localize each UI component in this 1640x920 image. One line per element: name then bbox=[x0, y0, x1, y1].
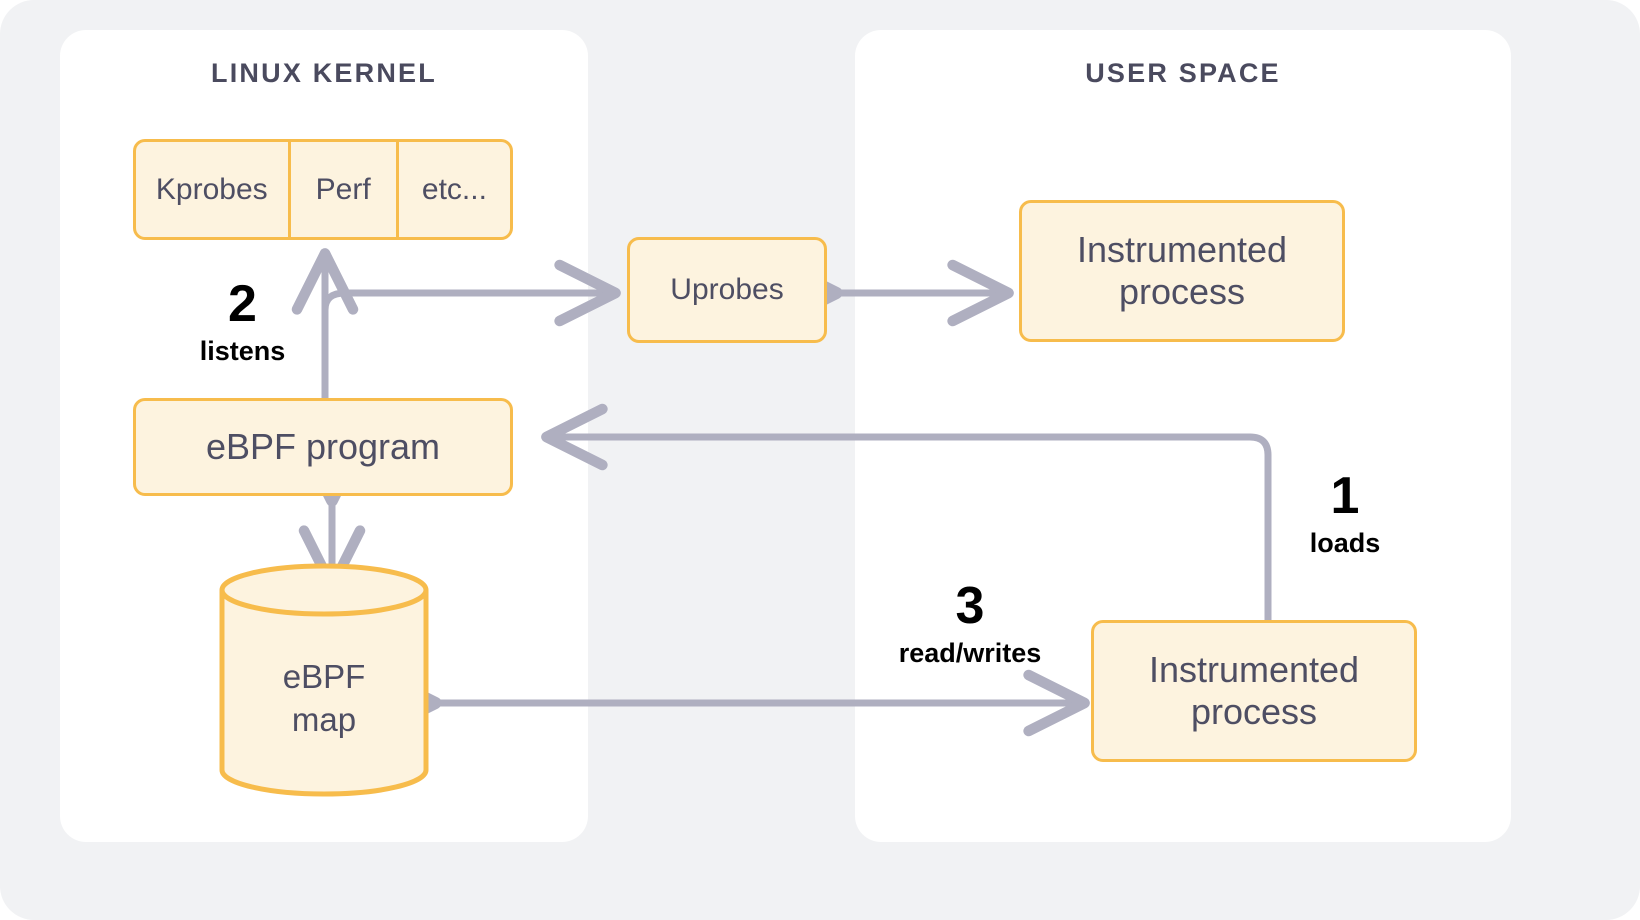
hook-segment-etc[interactable]: etc... bbox=[421, 172, 487, 206]
step-1-number: 1 bbox=[1330, 467, 1360, 525]
step-label-2: 2 listens bbox=[175, 278, 310, 369]
node-instrumented-process-bottom[interactable]: Instrumented process bbox=[1091, 620, 1417, 762]
step-2-number: 2 bbox=[228, 275, 257, 333]
node-uprobes[interactable]: Uprobes bbox=[627, 237, 827, 343]
node-instrumented-process-bottom-line2: process bbox=[1190, 691, 1318, 732]
node-instrumented-process-top[interactable]: Instrumented process bbox=[1019, 200, 1345, 342]
step-label-1: 1 loads bbox=[1295, 470, 1395, 561]
step-3-number: 3 bbox=[955, 577, 985, 635]
node-instrumented-process-top-line2: process bbox=[1118, 271, 1246, 312]
step-label-3: 3 read/writes bbox=[880, 580, 1060, 671]
step-1-word: loads bbox=[1309, 528, 1381, 558]
step-3-word: read/writes bbox=[898, 638, 1042, 668]
kernel-hooks-group[interactable]: Kprobes Perf etc... bbox=[133, 139, 513, 240]
step-2-word: listens bbox=[199, 336, 286, 366]
panel-title-linux-kernel: LINUX KERNEL bbox=[211, 58, 437, 88]
cylinder-shape bbox=[219, 563, 429, 797]
node-ebpf-program[interactable]: eBPF program bbox=[133, 398, 513, 496]
node-instrumented-process-bottom-line1: Instrumented bbox=[1148, 648, 1360, 690]
node-instrumented-process-top-line1: Instrumented bbox=[1076, 228, 1288, 270]
hook-segment-kprobes[interactable]: Kprobes bbox=[136, 142, 291, 237]
hook-segment-perf[interactable]: Perf bbox=[291, 142, 399, 237]
panel-title-user-space: USER SPACE bbox=[1085, 58, 1281, 88]
node-ebpf-map[interactable]: eBPF map bbox=[219, 563, 429, 797]
